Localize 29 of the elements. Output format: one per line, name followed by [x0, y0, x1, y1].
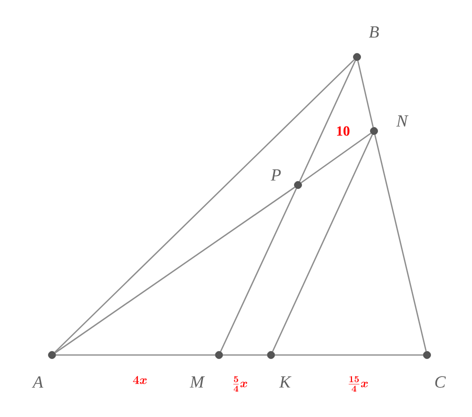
node-label: B [368, 26, 379, 38]
node-label: C [435, 376, 446, 388]
point: K [267, 351, 292, 388]
segment [357, 60, 374, 128]
segment [300, 132, 372, 184]
segment [56, 354, 216, 356]
point: B [353, 26, 379, 61]
segment [54, 59, 355, 353]
point: P [270, 169, 302, 189]
node-label: P [270, 169, 281, 181]
segment [222, 354, 268, 356]
segment [299, 60, 356, 182]
node-label: N [396, 115, 408, 127]
node-label: M [190, 376, 205, 388]
segment [272, 134, 373, 352]
segment [274, 354, 424, 356]
segment [54, 186, 296, 354]
edge-label: $4x$ [133, 376, 147, 384]
edge-label: $\frac{15}{4}x$ [348, 376, 368, 392]
point: M [190, 351, 223, 388]
point: C [423, 351, 446, 388]
point: A [32, 351, 56, 388]
segment [374, 134, 427, 352]
point: N [370, 115, 408, 135]
node-label: K [279, 376, 292, 388]
length-label: 10 [337, 126, 350, 136]
segment [220, 188, 297, 352]
edge-label: $\frac{5}{4}x$ [233, 376, 248, 392]
node-label: A [32, 376, 44, 388]
